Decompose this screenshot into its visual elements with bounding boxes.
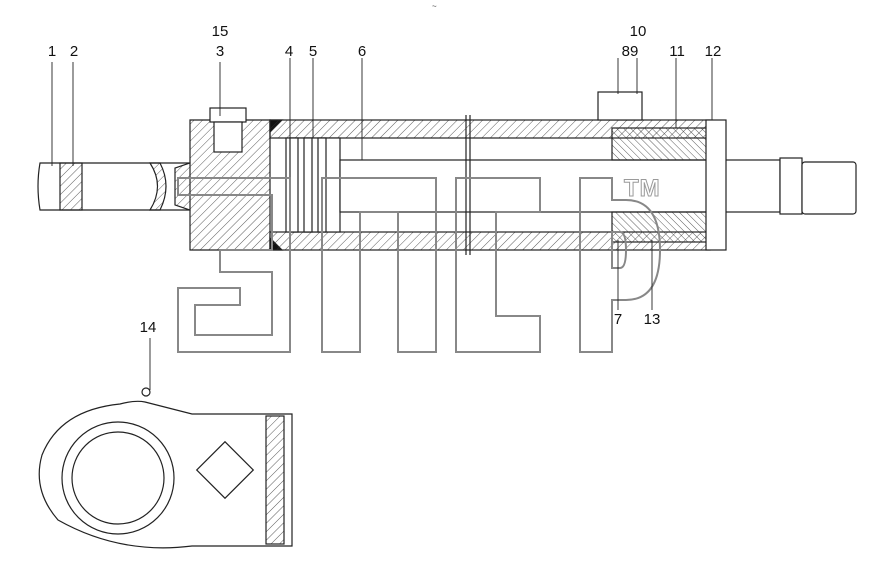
callout-1: 1 — [47, 43, 57, 60]
callout-11: 11 — [669, 43, 685, 60]
header-mark: ~ — [432, 2, 437, 11]
rod-end-thread — [779, 157, 803, 215]
gland-11-bottom — [611, 211, 715, 243]
callout-12: 12 — [704, 43, 722, 60]
callout-3: 3 — [215, 43, 225, 60]
grease-nipple — [141, 387, 151, 397]
callout-6: 6 — [357, 43, 367, 60]
leader-lines — [51, 58, 713, 390]
callout-10: 10 — [629, 23, 647, 40]
gland-11 — [611, 127, 715, 161]
eye-bearing-circle — [71, 431, 165, 525]
callout-5: 5 — [308, 43, 318, 60]
square-window — [195, 440, 255, 500]
piston-seal-5b — [303, 137, 313, 233]
cylinder-assembly — [37, 91, 857, 255]
callout-15: 15 — [211, 23, 229, 40]
eye-bore — [148, 162, 167, 211]
watermark-logo — [177, 177, 662, 353]
bushing-2 — [59, 162, 83, 211]
gland-nut-12 — [705, 119, 727, 251]
cylinder-cap — [174, 119, 271, 251]
port-fitting-3 — [213, 121, 243, 153]
callout-2: 2 — [69, 43, 79, 60]
port-fitting-10 — [597, 91, 643, 121]
callout-4: 4 — [284, 43, 294, 60]
watermark-trademark: TM — [624, 175, 661, 203]
callout-7: 7 — [613, 311, 623, 328]
port-fitting-15 — [209, 107, 247, 123]
rod-end-stud — [801, 161, 857, 215]
eye-detail-view — [38, 387, 293, 549]
callout-13: 13 — [643, 311, 661, 328]
callout-14: 14 — [139, 319, 157, 336]
callout-89: 89 — [621, 43, 639, 60]
piston-seal-5 — [289, 137, 299, 233]
weld-seam — [265, 415, 285, 545]
